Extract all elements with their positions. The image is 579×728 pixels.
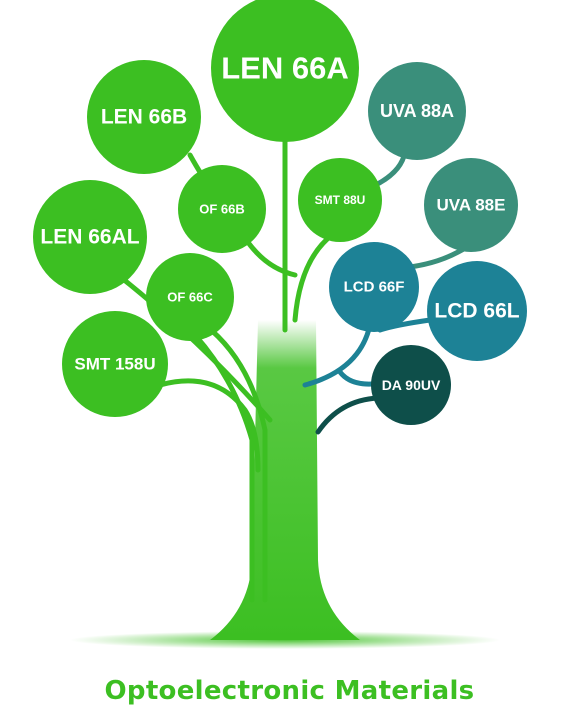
branch-len66al — [115, 272, 273, 423]
node-label-smt88u: SMT 88U — [315, 193, 366, 207]
green-branches — [115, 117, 335, 603]
node-label-lcd66l: LCD 66L — [434, 300, 519, 323]
node-len66al: LEN 66AL — [33, 180, 147, 294]
node-label-of66b: OF 66B — [199, 202, 245, 217]
node-lcd66l: LCD 66L — [427, 261, 527, 361]
branch-smt158u — [157, 378, 261, 473]
node-label-len66a: LEN 66A — [221, 51, 348, 86]
tree-trunk — [210, 320, 360, 640]
node-lcd66f: LCD 66F — [329, 242, 419, 332]
node-label-of66c: OF 66C — [167, 290, 213, 305]
branch-da90uv — [315, 395, 381, 435]
node-len66b: LEN 66B — [87, 60, 201, 174]
node-uva88a: UVA 88A — [368, 62, 466, 160]
node-label-len66b: LEN 66B — [101, 106, 187, 129]
node-uva88e: UVA 88E — [424, 158, 518, 252]
node-label-uva88a: UVA 88A — [380, 101, 454, 121]
node-label-lcd66f: LCD 66F — [344, 279, 405, 296]
branch-da90uv-b — [337, 369, 375, 387]
node-label-smt158u: SMT 158U — [74, 355, 155, 374]
node-label-len66al: LEN 66AL — [40, 226, 139, 249]
diagram-title: Optoelectronic Materials — [104, 676, 475, 706]
node-of66b: OF 66B — [178, 165, 266, 253]
branch-of66c — [202, 322, 268, 603]
node-smt158u: SMT 158U — [62, 311, 168, 417]
node-smt88u: SMT 88U — [298, 158, 382, 242]
node-len66a: LEN 66A — [211, 0, 359, 142]
branch-smt88u — [292, 232, 335, 323]
node-label-uva88e: UVA 88E — [437, 196, 506, 215]
branch-lcd66f — [302, 322, 373, 388]
branch-of66c-b — [192, 332, 255, 603]
node-da90uv: DA 90UV — [371, 345, 451, 425]
node-label-da90uv: DA 90UV — [382, 377, 441, 393]
node-of66c: OF 66C — [146, 253, 234, 341]
